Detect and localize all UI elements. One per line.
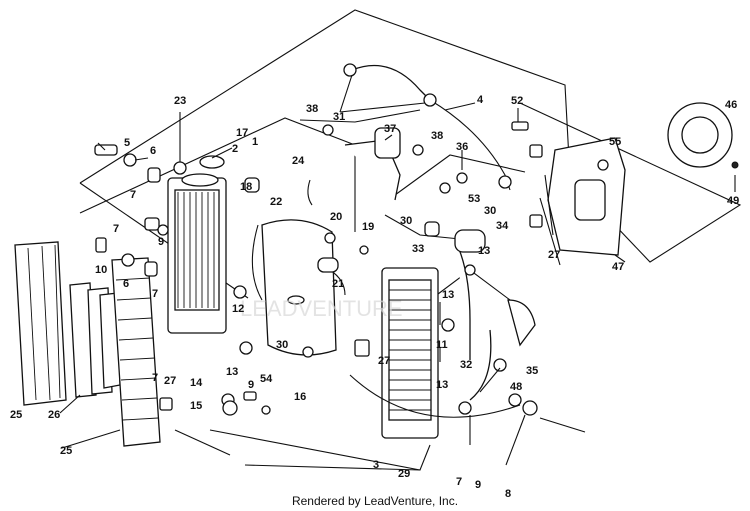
callout-32: 32 [460,359,472,371]
callout-9: 9 [475,479,481,491]
callout-9: 9 [158,236,164,248]
fasteners [94,63,609,433]
callout-17: 17 [236,127,248,139]
callout-54: 54 [260,373,273,385]
callout-55: 55 [609,136,621,148]
callout-5: 5 [124,137,130,149]
callout-22: 22 [270,196,282,208]
callout-12: 12 [232,303,244,315]
callout-53: 53 [468,193,480,205]
callout-3: 3 [373,459,379,471]
callout-16: 16 [294,391,306,403]
callout-13: 13 [442,289,454,301]
callout-2: 2 [232,143,238,155]
callout-48: 48 [510,381,522,393]
callout-30: 30 [400,215,412,227]
foam-filter [69,282,121,398]
callout-21: 21 [332,278,344,290]
callout-29: 29 [398,468,410,480]
callout-27: 27 [378,355,390,367]
callout-31: 31 [333,111,345,123]
callout-7: 7 [152,288,158,300]
callout-13: 13 [436,379,448,391]
callout-4: 4 [477,94,484,106]
callout-26: 26 [48,409,60,421]
callout-27: 27 [164,375,176,387]
callout-18: 18 [240,181,252,193]
radiator-right [381,267,439,439]
callout-25: 25 [10,409,22,421]
callout-24: 24 [292,155,305,167]
callout-30: 30 [276,339,288,351]
callout-15: 15 [190,400,202,412]
callout-8: 8 [505,488,511,500]
footer-credit: Rendered by LeadVenture, Inc. [291,494,459,508]
water-pump-cover [547,102,739,256]
coolant-reservoir [261,219,337,356]
radiator-shroud-right [111,257,161,447]
callout-7: 7 [456,476,462,488]
callout-35: 35 [526,365,538,377]
callout-38: 38 [306,103,318,115]
callout-11: 11 [436,339,448,351]
callout-13: 13 [478,245,490,257]
callout-7: 7 [113,223,119,235]
callout-38: 38 [431,130,443,142]
callout-10: 10 [95,264,107,276]
callout-1: 1 [252,136,258,148]
callout-36: 36 [456,141,468,153]
callout-23: 23 [174,95,186,107]
callout-25: 25 [60,445,72,457]
leader-lines [59,74,736,466]
callout-46: 46 [725,99,737,111]
radiator-shroud-left [14,241,67,406]
callout-9: 9 [248,379,254,391]
callout-20: 20 [330,211,342,223]
watermark: LEADVENTURE [240,296,403,321]
callout-47: 47 [612,261,624,273]
callout-37: 37 [384,123,396,135]
callout-labels: 1 2 3 4 5 6 6 7 7 7 7 7 8 9 9 9 10 11 12… [10,94,739,500]
callout-14: 14 [190,377,203,389]
callout-6: 6 [123,278,129,290]
callout-49: 49 [727,195,739,207]
callout-33: 33 [412,243,424,255]
callout-27: 27 [548,249,560,261]
callout-52: 52 [511,95,523,107]
callout-30: 30 [484,205,496,217]
callout-7: 7 [130,189,136,201]
callout-6: 6 [150,145,156,157]
callout-34: 34 [496,220,509,232]
radiator-left [167,155,227,334]
callout-19: 19 [362,221,374,233]
callout-13: 13 [226,366,238,378]
callout-7: 7 [152,372,158,384]
